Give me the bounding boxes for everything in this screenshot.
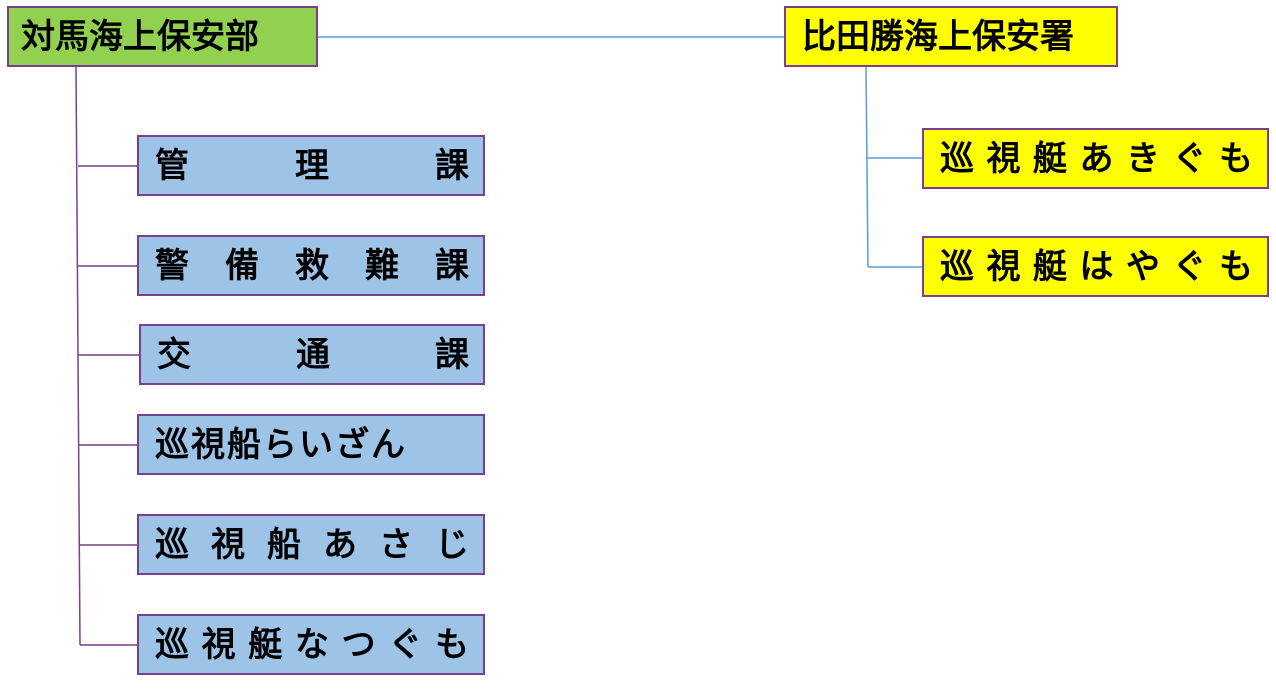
unit-char: ん [371,424,405,465]
unit-char: ら [263,424,297,465]
unit-char: 巡 [940,246,974,287]
unit-char: あ [323,524,357,565]
unit-guard-rescue-section: 警 備 救 難 課 [137,235,485,296]
unit-patrol-boat-natsugumo: 巡 視 艇 な つ ぐ も [137,614,485,675]
unit-char: 備 [225,245,259,286]
unit-char: 艇 [248,624,283,665]
unit-char: 理 [295,145,329,186]
unit-char: な [294,624,329,665]
unit-char: 巡 [155,524,189,565]
unit-char: 警 [155,245,189,286]
unit-traffic-section: 交 通 課 [139,324,485,385]
unit-char: も [434,624,469,665]
unit-char: 巡 [940,138,974,179]
unit-char: 課 [435,245,469,286]
unit-char: 課 [435,334,469,375]
headquarters-tree-lines [75,66,139,646]
station-label: 比田勝海上保安署 [802,16,1074,57]
unit-management-section: 管 理 課 [137,135,485,196]
unit-char: さ [379,524,413,565]
unit-char: ぐ [388,624,423,665]
unit-char: 管 [155,145,189,186]
unit-char: 巡 [155,624,189,665]
unit-char: 視 [986,246,1021,287]
unit-char: や [1126,246,1160,287]
unit-char: も [1219,138,1253,179]
unit-char: 難 [365,245,399,286]
unit-char: 視 [986,138,1021,179]
unit-patrol-vessel-asaji: 巡 視 船 あ さ じ [137,514,485,575]
unit-char: き [1126,138,1160,179]
headquarters-box: 対馬海上保安部 [7,6,318,67]
unit-char: 交 [157,334,191,375]
unit-char: 船 [267,524,301,565]
unit-char: 通 [296,334,330,375]
unit-char: 課 [435,145,469,186]
unit-char: あ [1079,138,1114,179]
unit-patrol-vessel-raizan: 巡 視 船 ら い ざ ん [137,414,485,475]
headquarters-label: 対馬海上保安部 [21,16,259,57]
station-tree-lines [865,66,922,268]
unit-char: 救 [295,245,329,286]
unit-char: 船 [227,424,261,465]
unit-char: も [1219,246,1253,287]
station-box: 比田勝海上保安署 [784,6,1118,67]
unit-char: 艇 [1033,246,1067,287]
unit-char: 視 [191,424,225,465]
unit-char: 艇 [1033,138,1067,179]
unit-char: 巡 [155,424,189,465]
unit-char: ぐ [1172,138,1207,179]
unit-char: い [299,424,333,465]
unit-patrol-boat-akigumo: 巡 視 艇 あ き ぐ も [922,128,1269,189]
unit-char: ざ [335,424,369,465]
unit-patrol-boat-hayagumo: 巡 視 艇 は や ぐ も [922,236,1269,297]
unit-char: つ [341,624,376,665]
unit-char: 視 [211,524,245,565]
unit-char: は [1079,246,1114,287]
unit-char: じ [435,524,469,565]
unit-char: 視 [201,624,236,665]
unit-char: ぐ [1172,246,1207,287]
